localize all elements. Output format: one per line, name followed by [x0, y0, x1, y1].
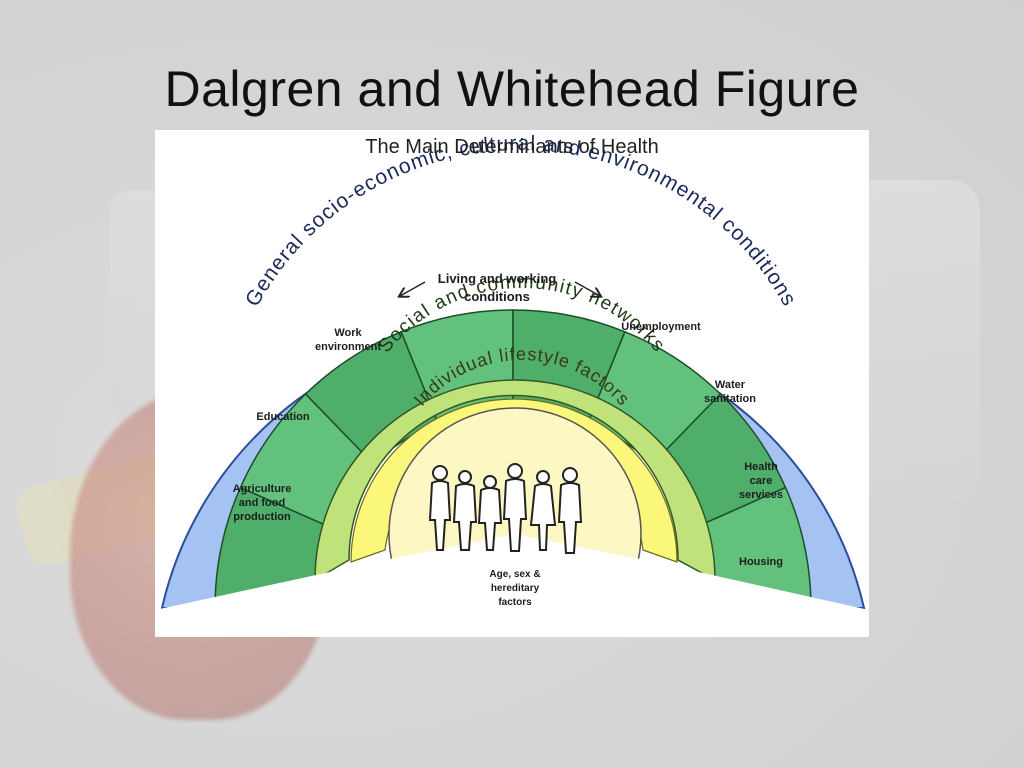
figure-title: The Main Determinants of Health: [365, 136, 659, 158]
arrow-right-icon: [574, 281, 600, 296]
arrow-left-icon: [400, 281, 426, 296]
slide-title: Dalgren and Whitehead Figure: [164, 61, 860, 117]
segment-label-health-care: Health care services: [738, 461, 784, 501]
rainbow-diagram: General socio-economic, cultural and env…: [155, 132, 869, 637]
segment-label-living-working: Living and working conditions: [437, 271, 557, 304]
segment-label-agriculture: Agriculture and food production: [232, 483, 292, 523]
segment-label-work-environment: Work environment: [314, 327, 381, 353]
segment-label-housing: Housing: [739, 556, 783, 568]
bottom-mask: [155, 534, 869, 637]
people-silhouettes-icon: [428, 463, 583, 554]
segment-label-water: Water sanitation: [704, 379, 756, 405]
segment-label-education: Education: [256, 411, 310, 423]
segment-label-unemployment: Unemployment: [621, 321, 701, 333]
social-ring: [314, 379, 716, 582]
core-label: Age, sex & hereditary factors: [489, 569, 541, 608]
determinants-figure: General socio-economic, cultural and env…: [155, 130, 869, 637]
